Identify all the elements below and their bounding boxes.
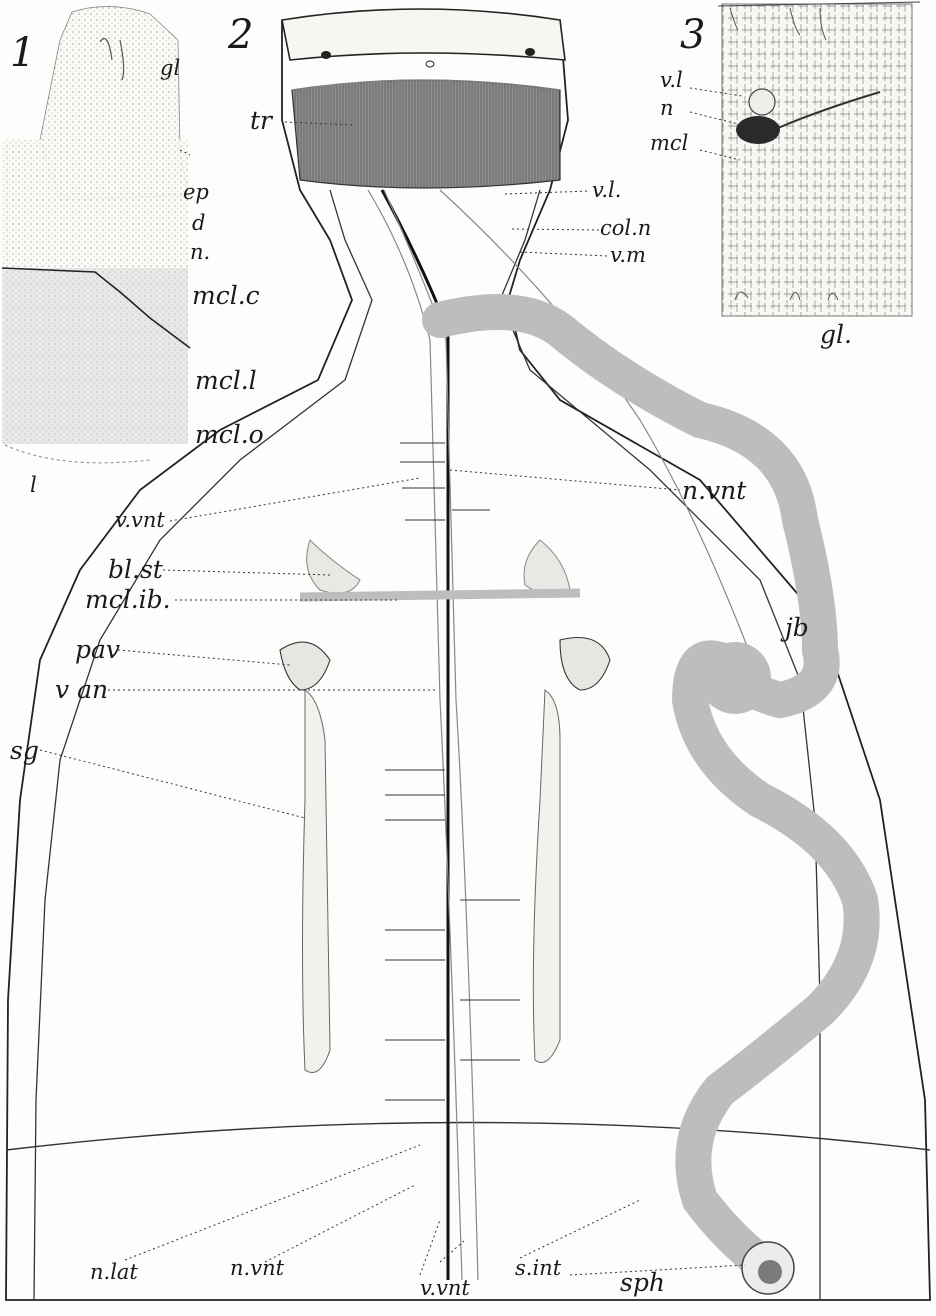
fig1-label-n: n. (190, 242, 210, 263)
muscle-band (300, 593, 580, 597)
fig3-label-n: n (660, 98, 674, 119)
fig2-label-bl-st: bl.st (108, 557, 163, 582)
ventral-vessel-right (384, 190, 478, 1280)
fig2-label-pav: pav (75, 637, 120, 662)
fig3-tissue-block (722, 4, 912, 316)
collar-hole-1 (321, 51, 331, 59)
fig1-upper-tissue (2, 140, 188, 270)
blood-sinus-right (524, 540, 570, 594)
fig2-label-sg: sg (10, 738, 39, 763)
fig3-lateral-vessel (749, 89, 775, 115)
figure-number-3: 3 (680, 12, 705, 58)
fig1-label-ep: ep (183, 182, 209, 203)
fig1-muscle-stipple (2, 268, 188, 444)
fig3-label-vl: v.l (660, 70, 683, 91)
fig3-label-mcl: mcl (650, 133, 688, 154)
blood-sinus-left (307, 540, 360, 593)
sphincter-core (758, 1260, 782, 1284)
fig2-label-s-int: s.int (515, 1258, 561, 1279)
fig3-nerve-cord (736, 116, 780, 144)
fig2-label-col-n: col.n (600, 218, 651, 239)
trunk-band (292, 80, 560, 188)
fig2-label-v-vnt-bottom: v.vnt (420, 1278, 470, 1299)
fig1-label-gl: gl (160, 58, 180, 79)
fig2-label-tr: tr (250, 108, 272, 133)
junction-bulge (699, 642, 771, 714)
figure-3-section (718, 2, 920, 316)
fig2-label-vm: v.m (610, 245, 646, 266)
fig2-label-mcl-ib: mcl.ib. (85, 587, 171, 612)
fig2-label-n-vnt: n.vnt (682, 478, 746, 503)
fig1-label-l: l (30, 475, 37, 496)
segmental-gland-left (303, 690, 331, 1073)
fig2-label-n-lat: n.lat (90, 1262, 138, 1283)
fig2-label-v-an: v an (55, 677, 108, 702)
fig1-label-mcl-l: mcl.l (195, 368, 257, 393)
segmental-gland-right (533, 690, 560, 1063)
funnel-left (280, 642, 330, 690)
fig1-label-mcl-c: mcl.c (192, 283, 260, 308)
fig2-label-jb: jb (785, 615, 809, 640)
figure-number-1: 1 (10, 30, 35, 76)
posterior-rim (6, 1123, 930, 1151)
fig2-label-v-vnt: v.vnt (115, 510, 165, 531)
fig2-label-n-vnt-bottom: n.vnt (230, 1258, 284, 1279)
fig2-label-sph: sph (620, 1270, 665, 1295)
figure-number-2: 2 (228, 12, 253, 58)
funnel-right (560, 638, 610, 691)
fig2-label-vl: v.l. (592, 180, 621, 201)
collar-hole-2 (525, 48, 535, 56)
fig1-label-d: d (192, 213, 205, 234)
ventral-nerve-cord (382, 190, 448, 1280)
fig1-bottom-edge (5, 445, 150, 463)
collar-hole-3 (426, 61, 434, 67)
fig3-label-gl: gl. (820, 322, 852, 347)
fig1-label-mcl-o: mcl.o (195, 422, 264, 447)
